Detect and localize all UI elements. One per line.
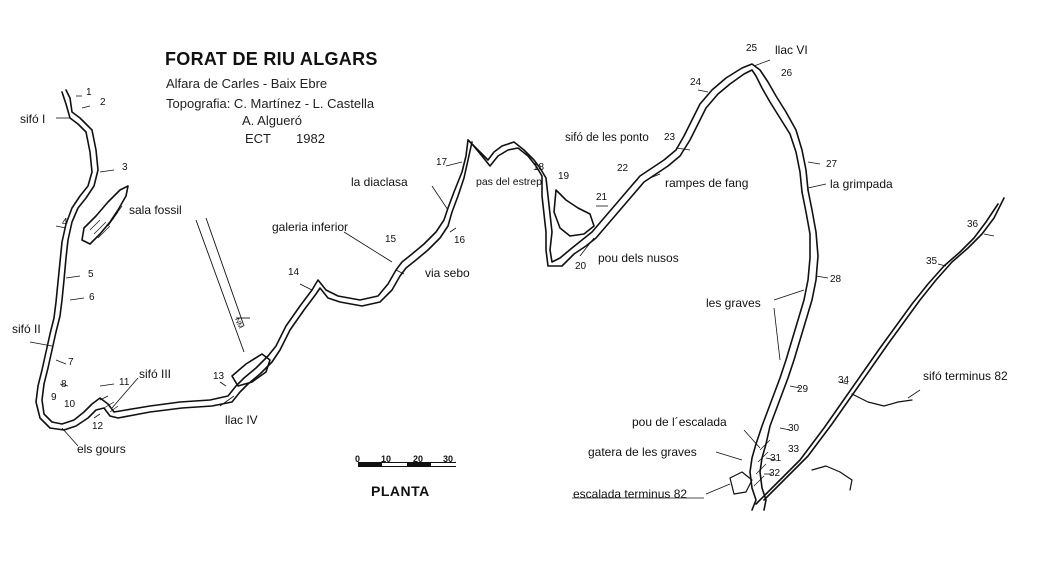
view-label: PLANTA: [371, 483, 430, 499]
label-sifo-ii: sifó II: [12, 322, 41, 336]
label-la-diaclasa: la diaclasa: [351, 175, 408, 189]
map-title: FORAT DE RIU ALGARS: [165, 49, 378, 69]
label-pas-del-estrep: pas del estrep: [476, 176, 542, 188]
llac-iv-loop: [231, 353, 271, 387]
scale-tick-0: 0: [355, 454, 361, 464]
station-8: 8: [61, 379, 67, 390]
station-19: 19: [558, 171, 570, 182]
station-22: 22: [617, 163, 629, 174]
station-14: 14: [288, 267, 300, 278]
station-29: 29: [797, 384, 809, 395]
station-21: 21: [596, 192, 608, 203]
station-23: 23: [664, 132, 676, 143]
station-20: 20: [575, 261, 587, 272]
survey-credits-line1: Topografia: C. Martínez - L. Castella: [166, 96, 375, 111]
label-via-sebo: via sebo: [425, 266, 470, 280]
label-llac-vi: llac VI: [775, 43, 808, 57]
station-11: 11: [119, 377, 130, 388]
sala-fossil-chamber: [81, 185, 129, 245]
label-rampes-de-fang: rampes de fang: [665, 176, 749, 190]
sifo-terminus-branch: [851, 393, 913, 407]
survey-club: ECT: [245, 131, 271, 146]
station-ticks: [55, 89, 995, 475]
map-location: Alfara de Carles - Baix Ebre: [166, 76, 328, 91]
station-27: 27: [826, 159, 838, 170]
scale-bar: [358, 462, 456, 467]
station-28: 28: [830, 274, 842, 285]
escalada-terminus-chamber: [729, 471, 753, 495]
label-sifo-terminus-82: sifó terminus 82: [923, 369, 1008, 383]
label-escalada-terminus-82: escalada terminus 82: [573, 487, 688, 501]
station-33: 33: [788, 444, 800, 455]
passage-right-outer: [759, 189, 819, 511]
hatched-sections: [89, 205, 771, 487]
scale-tick-10: 10: [381, 454, 392, 464]
station-9: 9: [51, 392, 57, 403]
station-26: 26: [781, 68, 793, 79]
station-4: 4: [62, 217, 68, 228]
station-25: 25: [746, 43, 758, 54]
label-gatera-de-les-graves: gatera de les graves: [588, 445, 697, 459]
label-la-grimpada: la grimpada: [830, 177, 893, 191]
label-sifo-iii: sifó III: [139, 367, 172, 381]
passage-terminal-branch: [763, 197, 1005, 501]
cave-passage-walls: [35, 63, 1005, 511]
station-13: 13: [213, 371, 225, 382]
station-15: 15: [385, 234, 397, 245]
station-12: 12: [92, 421, 104, 432]
label-pou-de-l-escalada: pou de l´escalada: [632, 415, 727, 429]
station-6: 6: [89, 292, 95, 303]
scale-tick-30: 30: [443, 454, 454, 464]
label-leader-lines: [29, 59, 921, 499]
station-31: 31: [770, 453, 782, 464]
passage-right-inner: [749, 191, 811, 511]
label-els-gours: els gours: [77, 442, 126, 456]
passage-center-inner: [471, 69, 803, 267]
label-sifo-de-les-ponto: sifó de les ponto: [565, 132, 649, 144]
station-18: 18: [533, 162, 545, 173]
station-2: 2: [100, 97, 106, 108]
label-sifo-i: sifó I: [20, 112, 46, 126]
survey-credits-line2: A. Algueró: [242, 113, 302, 128]
passage-terminal-branch-inner: [755, 203, 999, 505]
station-17: 17: [436, 157, 448, 168]
passage-center: [467, 63, 809, 263]
label-sala-fossil: sala fossil: [129, 203, 182, 217]
station-3: 3: [122, 162, 128, 173]
north-arrow: [195, 217, 250, 353]
station-7: 7: [68, 357, 74, 368]
station-36: 36: [967, 219, 979, 230]
station-35: 35: [926, 256, 938, 267]
passage-33-branch: [811, 465, 853, 491]
station-1: 1: [86, 87, 92, 98]
station-5: 5: [88, 269, 94, 280]
pou-dels-nusos-loop: [553, 189, 595, 237]
label-pou-dels-nusos: pou dels nusos: [598, 251, 679, 265]
station-30: 30: [788, 423, 800, 434]
survey-year: 1982: [296, 131, 325, 146]
station-32: 32: [769, 468, 781, 479]
label-galeria-inferior: galeria inferior: [272, 220, 349, 234]
label-les-graves: les graves: [706, 296, 761, 310]
station-16: 16: [454, 235, 466, 246]
station-34: 34: [838, 375, 850, 386]
scale-tick-20: 20: [413, 454, 424, 464]
label-llac-iv: llac IV: [225, 413, 258, 427]
station-10: 10: [64, 399, 76, 410]
station-24: 24: [690, 77, 702, 88]
